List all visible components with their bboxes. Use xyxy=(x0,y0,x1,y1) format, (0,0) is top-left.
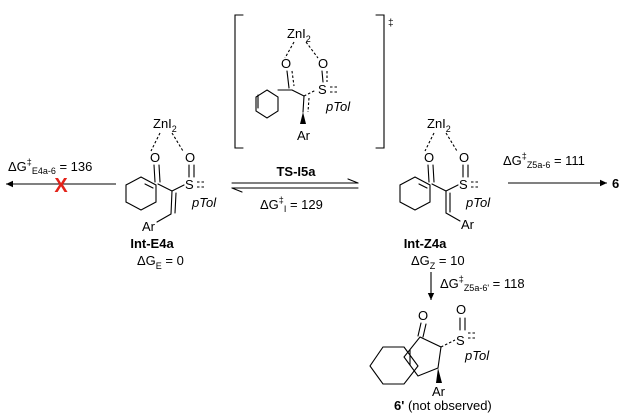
z4a-to-6-path: ΔG‡Z5a-6 = 111 6 xyxy=(503,151,619,191)
z4a-energy: ΔGZ = 10 xyxy=(411,253,465,271)
z4a-ptol: pTol xyxy=(465,195,491,210)
z4a-aryl: Ar xyxy=(461,217,475,232)
z4a-sulfinyl-oxygen: O xyxy=(459,150,469,165)
e4a-energy: ΔGE = 0 xyxy=(137,253,184,271)
ts-sulfinyl-oxygen: O xyxy=(318,56,328,71)
z4a-label: Int-Z4a xyxy=(404,236,447,251)
z4a-carbonyl-oxygen: O xyxy=(424,150,434,165)
blocked-x-mark: X xyxy=(54,175,68,197)
ts-ptol: pTol xyxy=(325,99,351,114)
ts-dagger: ‡ xyxy=(388,18,394,29)
equilibrium: TS-I5a ΔG‡I = 129 xyxy=(231,164,359,214)
side-barrier: ΔG‡Z5a-6' = 118 xyxy=(440,274,525,293)
e4a-zinc-label: ZnI2 xyxy=(153,116,177,134)
e4a-blocked-path: ΔG‡E4a-6 = 136 X xyxy=(5,157,116,197)
ts-bracket-left xyxy=(234,14,244,149)
e4a-sulfur: S xyxy=(185,177,194,192)
z4a-to-6prime-path: ΔG‡Z5a-6' = 118 xyxy=(427,272,525,300)
z4a-zinc-label: ZnI2 xyxy=(427,116,451,134)
product-6prime-structure: O S O pTol Ar 6' (not observed) xyxy=(369,302,492,413)
z4a-barrier: ΔG‡Z5a-6 = 111 xyxy=(503,151,585,170)
p6-ptol: pTol xyxy=(464,348,490,363)
e4a-carbonyl-oxygen: O xyxy=(150,150,160,165)
ts-sulfur: S xyxy=(318,82,327,97)
p6-sulfur: S xyxy=(456,333,465,348)
e4a-ptol: pTol xyxy=(191,195,217,210)
ts-structure: ‡ ZnI2 O O S pTol Ar xyxy=(234,14,394,149)
ts-name-label: TS-I5a xyxy=(276,164,316,179)
e4a-barrier: ΔG‡E4a-6 = 136 xyxy=(8,157,92,176)
ts-zinc-label: ZnI2 xyxy=(287,26,311,44)
e4a-aryl: Ar xyxy=(142,219,156,234)
p6-ketone-oxygen: O xyxy=(418,308,428,323)
int-z4a-structure: ZnI2 O O S pTol Ar Int-Z4a ΔGZ = 10 xyxy=(399,116,491,271)
p6-aryl: Ar xyxy=(432,384,446,399)
eq-barrier: ΔG‡I = 129 xyxy=(260,195,323,214)
ts-carbonyl-oxygen: O xyxy=(281,56,291,71)
product-6-label: 6 xyxy=(612,176,619,191)
ts-bracket-right xyxy=(375,14,385,149)
z4a-sulfur: S xyxy=(459,177,468,192)
e4a-sulfinyl-oxygen: O xyxy=(185,150,195,165)
int-e4a-structure: ZnI2 O O S pTol Ar Int-E4a ΔGE = 0 xyxy=(125,116,217,271)
ts-aryl: Ar xyxy=(297,128,311,143)
p6-sulfinyl-oxygen: O xyxy=(456,302,466,317)
e4a-label: Int-E4a xyxy=(130,236,174,251)
p6-caption: 6' (not observed) xyxy=(394,398,492,413)
